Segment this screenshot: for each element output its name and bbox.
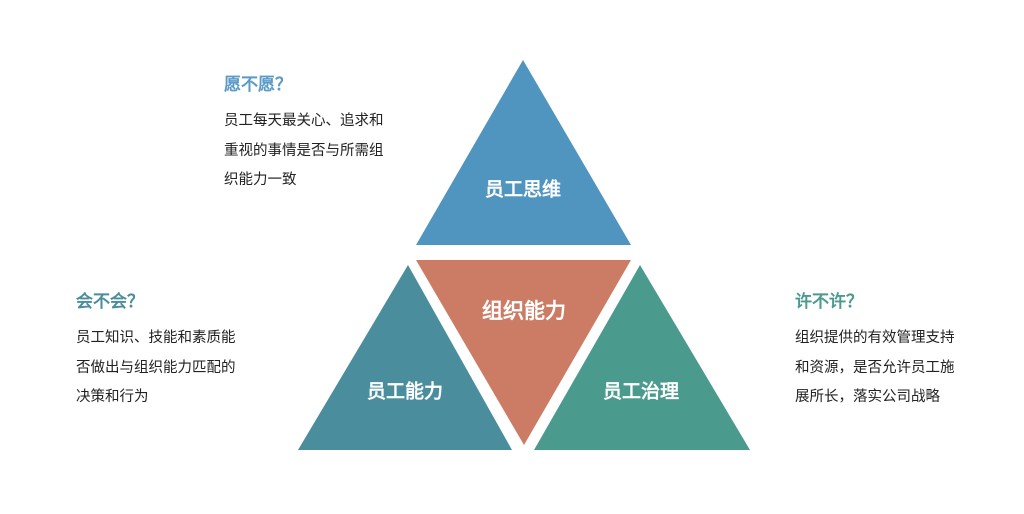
triangle-employee-governance <box>534 265 750 450</box>
text-line: 展所长，落实公司战略 <box>795 389 940 405</box>
label-employee-mindset: 员工思维 <box>484 178 562 201</box>
block-able: 会不会？ 员工知识、技能和素质能 否做出与组织能力匹配的 决策和行为 <box>76 287 236 413</box>
block-allowed: 许不许？ 组织提供的有效管理支持 和资源，是否允许员工施 展所长，落实公司战略 <box>795 287 955 413</box>
triangle-org-capability <box>416 260 631 445</box>
text-line: 否做出与组织能力匹配的 <box>76 359 236 376</box>
heading-able: 会不会？ <box>76 292 144 312</box>
text-line: 决策和行为 <box>76 389 149 405</box>
text-line: 员工知识、技能和素质能 <box>76 330 236 346</box>
label-org-capability: 组织能力 <box>482 299 566 323</box>
text-line: 和资源，是否允许员工施 <box>795 359 955 376</box>
triangle-employee-capability <box>298 265 512 450</box>
triangle-employee-mindset <box>416 60 631 245</box>
heading-willing: 愿不愿？ <box>224 75 292 95</box>
text-line: 组织提供的有效管理支持 <box>795 330 955 346</box>
block-willing: 愿不愿？ 员工每天最关心、追求和 重视的事情是否与所需组 织能力一致 <box>224 70 384 196</box>
text-line: 重视的事情是否与所需组 <box>224 142 384 159</box>
text-line: 员工每天最关心、追求和 <box>224 113 384 129</box>
label-employee-governance: 员工治理 <box>602 380 680 403</box>
label-employee-capability: 员工能力 <box>366 380 444 403</box>
text-line: 织能力一致 <box>224 172 297 188</box>
heading-allowed: 许不许？ <box>795 292 863 312</box>
